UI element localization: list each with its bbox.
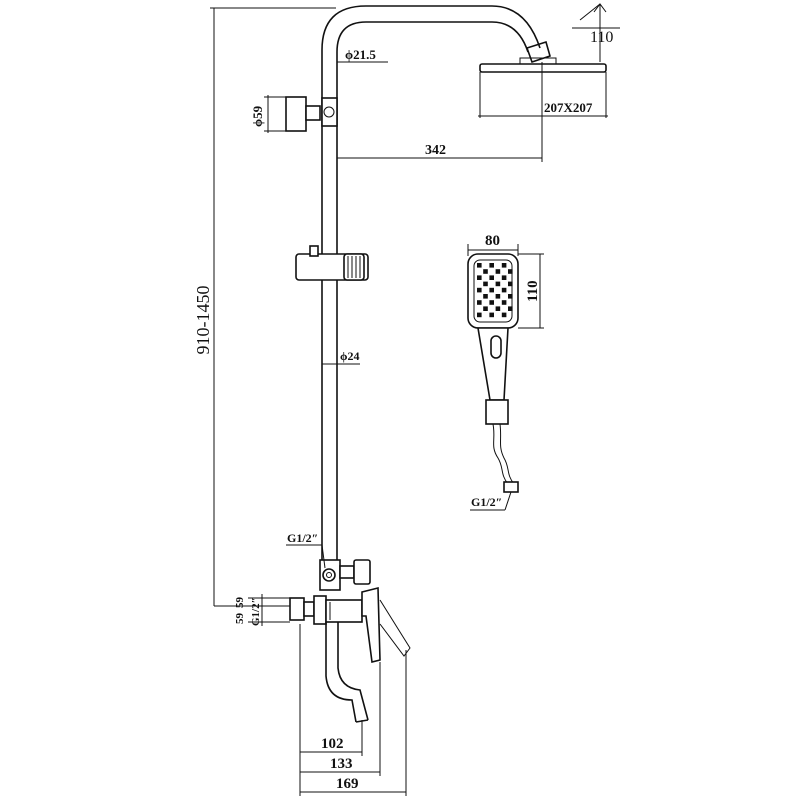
nozzle xyxy=(508,281,513,287)
nozzle xyxy=(508,294,513,299)
nozzle-grid xyxy=(477,263,513,318)
handshower-width-label: 80 xyxy=(485,233,500,249)
hand-shower: G1/2″ 80 110 xyxy=(467,233,544,511)
nozzle xyxy=(501,287,507,293)
inlet-thread-label: G1/2″ xyxy=(250,597,262,626)
rail-diameter-label: ϕ24 xyxy=(340,349,360,363)
nozzle xyxy=(501,263,507,268)
nozzle xyxy=(489,263,494,268)
height-range-label: 910-1450 xyxy=(193,286,213,355)
head-size-label: 207X207 xyxy=(544,100,593,115)
spout-169-label: 169 xyxy=(336,776,359,792)
nozzle xyxy=(489,312,494,318)
nozzle xyxy=(483,294,488,299)
shower-riser xyxy=(321,5,551,565)
nozzle xyxy=(495,306,501,311)
head-drop-label: 110 xyxy=(590,29,613,46)
head-drop-dimension: 110 xyxy=(572,3,620,62)
spout-133-label: 133 xyxy=(330,756,353,772)
diverter: G1/2″ xyxy=(286,531,371,591)
nozzle xyxy=(477,287,482,293)
mixer-valve: 59 59 G1/2″ xyxy=(214,586,411,723)
nozzle xyxy=(477,275,482,280)
arm-reach-label: 342 xyxy=(425,143,446,158)
nozzle xyxy=(483,306,488,311)
nozzle xyxy=(489,275,494,280)
nozzle xyxy=(483,281,488,287)
diverter-thread-label: G1/2″ xyxy=(287,531,318,545)
arm-diameter-label: ϕ21.5 xyxy=(345,47,376,62)
nozzle xyxy=(489,287,494,293)
nozzle xyxy=(477,312,482,318)
bracket-diameter-label: ϕ59 xyxy=(250,105,265,127)
rain-shower-head: 207X207 xyxy=(478,57,608,118)
rail-diameter-dimension: ϕ24 xyxy=(322,349,360,365)
spout-102-label: 102 xyxy=(321,736,344,752)
nozzle xyxy=(495,281,501,287)
hose-thread-label: G1/2″ xyxy=(471,495,502,509)
nozzle xyxy=(495,294,501,299)
arm-diameter-dimension: ϕ21.5 xyxy=(337,47,388,63)
wall-flange-label: 59 xyxy=(234,613,246,625)
spout-dimensions: 102 133 169 xyxy=(299,624,407,796)
nozzle xyxy=(489,300,494,305)
nozzle xyxy=(508,306,513,311)
nozzle xyxy=(483,269,488,274)
nozzle xyxy=(477,300,482,305)
nozzle xyxy=(477,263,482,268)
nozzle xyxy=(501,300,507,305)
slide-holder xyxy=(295,245,369,281)
nozzle xyxy=(501,275,507,280)
handshower-height-label: 110 xyxy=(525,280,541,302)
height-dimension: 910-1450 xyxy=(193,7,336,607)
wall-flange-label-2: 59 xyxy=(234,597,246,609)
nozzle xyxy=(508,269,513,274)
nozzle xyxy=(501,312,507,318)
nozzle xyxy=(495,269,501,274)
arm-reach-dimension: 342 xyxy=(337,62,543,162)
top-wall-bracket: ϕ59 xyxy=(250,95,338,133)
